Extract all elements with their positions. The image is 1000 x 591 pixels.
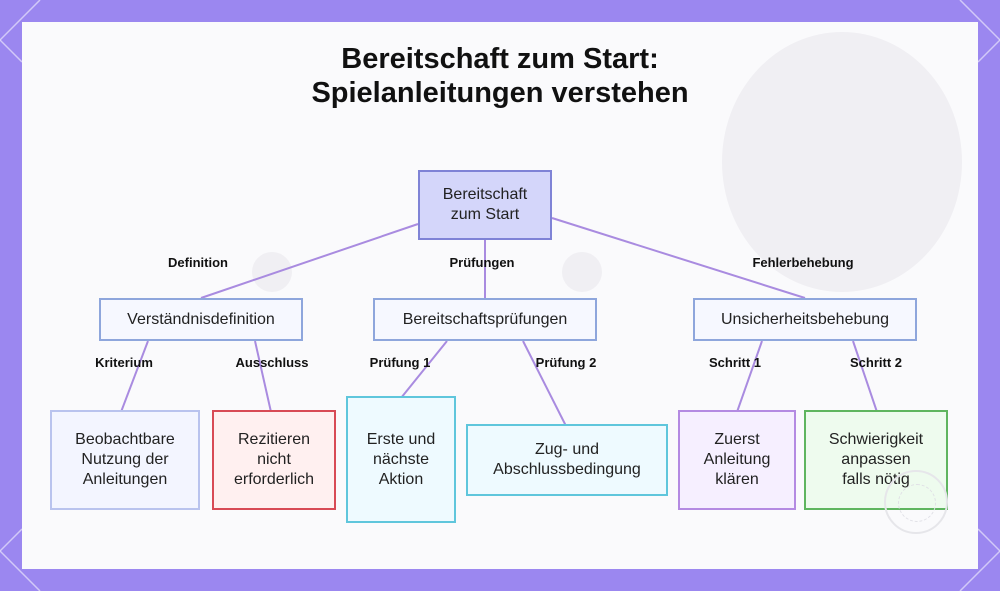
edge-fe-1 — [736, 340, 763, 413]
background-blur-shape — [562, 252, 602, 292]
leaf-line: Schwierigkeit — [828, 431, 924, 448]
leaf-line: Abschlussbedingung — [493, 461, 641, 478]
edge-label-definition: Definition — [168, 255, 228, 270]
node-verstaendnisdefinition: Verständnisdefinition — [99, 298, 303, 341]
edge-root-fehler — [551, 217, 806, 299]
edge-label-schritt-1: Schritt 1 — [708, 355, 762, 370]
edge-pr-2 — [522, 340, 567, 427]
edge-label-pruefung-1: Prüfung 1 — [369, 355, 431, 370]
diagram-title: Bereitschaft zum Start: Spielanleitungen… — [0, 42, 1000, 110]
edge-label-kriterium: Kriterium — [95, 355, 153, 370]
leaf-kriterium: Beobachtbare Nutzung der Anleitungen — [50, 410, 200, 510]
seal-watermark-icon — [884, 470, 948, 534]
leaf-schritt-1: Zuerst Anleitung klären — [678, 410, 796, 510]
node-unsicherheitsbehebung: Unsicherheitsbehebung — [693, 298, 917, 341]
leaf-line: klären — [715, 471, 759, 488]
leaf-line: Rezitieren — [237, 431, 311, 448]
edge-def-kriterium — [120, 340, 149, 413]
leaf-line: erforderlich — [233, 471, 315, 488]
root-line-2: zum Start — [450, 206, 520, 223]
leaf-line: nicht — [257, 451, 291, 468]
leaf-line: Nutzung der — [81, 451, 169, 468]
leaf-pruefung-1: Erste und nächste Aktion — [346, 396, 456, 523]
leaf-line: Anleitungen — [82, 471, 168, 488]
edge-label-pruefung-2: Prüfung 2 — [535, 355, 597, 370]
title-line-2: Spielanleitungen verstehen — [311, 77, 689, 109]
root-line-1: Bereitschaft — [442, 186, 528, 203]
leaf-line: Aktion — [378, 470, 424, 488]
leaf-line: Anleitung — [703, 451, 771, 468]
leaf-line: Erste und — [366, 430, 436, 448]
background-blur-shape — [252, 252, 292, 292]
edge-label-pruefungen: Prüfungen — [449, 255, 515, 270]
leaf-line: anpassen — [841, 451, 911, 468]
edge-label-ausschluss: Ausschluss — [235, 355, 309, 370]
title-line-1: Bereitschaft zum Start: — [341, 43, 659, 75]
edge-pr-1 — [400, 340, 448, 399]
edge-root-definition — [200, 223, 419, 299]
edge-label-fehlerbehebung: Fehlerbehebung — [752, 255, 854, 270]
leaf-line: nächste — [372, 450, 430, 468]
leaf-ausschluss: Rezitieren nicht erforderlich — [212, 410, 336, 510]
leaf-line: Beobachtbare — [75, 431, 175, 448]
root-node: Bereitschaft zum Start — [418, 170, 552, 240]
edge-fe-2 — [852, 340, 878, 413]
node-bereitschaftspruefungen: Bereitschaftsprüfungen — [373, 298, 597, 341]
edge-label-schritt-2: Schritt 2 — [849, 355, 903, 370]
leaf-line: Zuerst — [714, 431, 760, 448]
leaf-pruefung-2: Zug- und Abschlussbedingung — [466, 424, 668, 496]
leaf-line: Zug- und — [534, 441, 600, 458]
edge-def-ausschluss — [254, 340, 272, 413]
background-blur-shape — [722, 32, 962, 292]
